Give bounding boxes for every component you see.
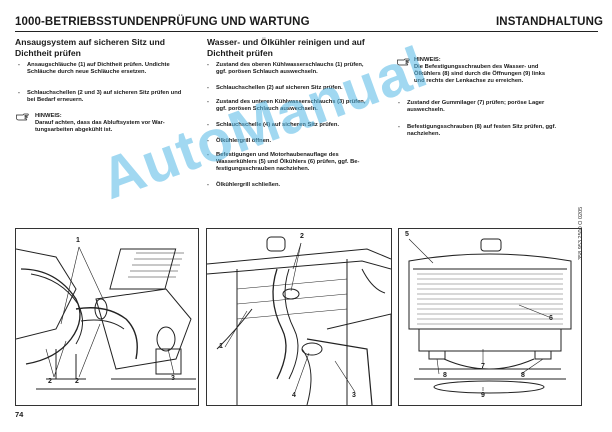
figure-coolant-hoses: 2 1 4 3 — [206, 228, 392, 406]
item-line: bei Bedarf erneuern. — [27, 97, 84, 103]
bullet-dash: - — [207, 138, 209, 144]
item-line: Schlauchschellen (2) auf sicheren Sitz p… — [216, 85, 343, 91]
bullet-dash: - — [207, 182, 209, 188]
item-line: Befestigungsschrauben (8) auf festen Sit… — [407, 124, 557, 130]
item-line: Ölkühlergrill schließen. — [216, 182, 281, 188]
bullet-dash: - — [207, 122, 209, 128]
callout-7: 7 — [481, 363, 485, 370]
col1-heading-line1: Ansaugsystem auf sicheren Sitz und — [15, 37, 165, 47]
callout-5: 5 — [405, 231, 409, 238]
col1-item-2: - Schlauchschellen (2 und 3) auf sichere… — [18, 90, 203, 104]
callout-8: 8 — [521, 372, 525, 379]
col2-item-4: - Schlauchschelle (4) auf sicheren Sitz … — [207, 122, 387, 129]
bullet-dash: - — [18, 90, 20, 96]
col1-item-1: - Ansaugschläuche (1) auf Dichtheit prüf… — [18, 62, 203, 76]
col2-heading: Wasser- und Ölkühler reinigen und auf Di… — [207, 37, 397, 58]
bullet-dash: - — [398, 100, 400, 106]
callout-2: 2 — [48, 378, 52, 385]
col2-item-3: - Zustand des unteren Kühlwasserschlauch… — [207, 99, 387, 113]
col2-item-1: - Zustand des oberen Kühlwasserschlauchs… — [207, 62, 387, 76]
item-line: Ansaugschläuche (1) auf Dichtheit prüfen… — [27, 62, 170, 68]
callout-2: 2 — [75, 378, 79, 385]
item-line: Ölkühlergrill öffnen. — [216, 138, 272, 144]
bullet-dash: - — [207, 62, 209, 68]
hint-line: und rechts der Lenkachse zu erreichen. — [414, 78, 524, 84]
bullet-dash: - — [207, 85, 209, 91]
bullet-dash: - — [207, 99, 209, 105]
item-line: Zustand des unteren Kühlwasserschlauchs … — [216, 99, 366, 105]
col1-heading-line2: Dichtheit prüfen — [15, 47, 81, 58]
callout-2: 2 — [300, 233, 304, 240]
pointing-hand-icon — [397, 58, 410, 66]
section-title: INSTANDHALTUNG — [496, 16, 604, 28]
page-title: 1000-BETRIEBSSTUNDENPRÜFUNG UND WARTUNG — [15, 16, 310, 28]
item-line: ggf. porösen Schlauch auswechseln. — [216, 106, 318, 112]
col2-item-2: - Schlauchschellen (2) auf sicheren Sitz… — [207, 85, 387, 92]
bullet-dash: - — [207, 152, 209, 158]
callout-6: 6 — [549, 315, 553, 322]
item-line: Befestigungen und Motorhaubenauflage des — [216, 152, 339, 158]
callout-8: 8 — [443, 372, 447, 379]
item-line: Schlauchschelle (4) auf sicheren Sitz pr… — [216, 122, 340, 128]
col3-hint-text: Die Befestigungsschrauben des Wasser- un… — [414, 64, 594, 85]
col2-heading-line2: Dichtheit prüfen — [207, 47, 273, 58]
radiator-illustration — [408, 238, 572, 394]
figure-intake-system: 1 2 2 3 — [15, 228, 199, 406]
hint-line: tungsarbeiten abgekühlt ist. — [35, 127, 113, 133]
callout-4: 4 — [292, 392, 296, 399]
callout-1: 1 — [76, 237, 80, 244]
header-rule — [15, 31, 598, 32]
bullet-dash: - — [18, 62, 20, 68]
item-line: Zustand der Gummilager (7) prüfen; porös… — [407, 100, 545, 106]
page-number: 74 — [15, 410, 24, 419]
item-line: Wasserkühlers (5) und Ölkühlers (6) prüf… — [216, 159, 360, 165]
item-line: Schläuche durch neue Schläuche ersetzen. — [27, 69, 147, 75]
document-code: 358 953 2500 O 0205 — [578, 206, 584, 260]
hint-line: Ölkühlers (8) sind durch die Öffnungen (… — [414, 71, 546, 77]
pointing-hand-icon — [16, 113, 29, 121]
col3-item-1: - Zustand der Gummilager (7) prüfen; por… — [398, 100, 583, 114]
callout-3: 3 — [352, 392, 356, 399]
item-line: Zustand des oberen Kühlwasserschlauchs (… — [216, 62, 364, 68]
hint-line: Die Befestigungsschrauben des Wasser- un… — [414, 64, 539, 70]
callout-1: 1 — [219, 343, 223, 350]
col3-item-2: - Befestigungsschrauben (8) auf festen S… — [398, 124, 583, 138]
intake-illustration — [16, 246, 196, 390]
item-line: Schlauchschellen (2 und 3) auf sicheren … — [27, 90, 182, 96]
coolant-illustration — [207, 236, 391, 405]
col2-item-7: - Ölkühlergrill schließen. — [207, 182, 387, 189]
col1-heading: Ansaugsystem auf sicheren Sitz und Dicht… — [15, 37, 195, 58]
figure-radiator-mount: 5 6 7 8 8 9 — [398, 228, 582, 406]
col3-hint-label: HINWEIS: — [414, 57, 441, 63]
item-line: nachziehen. — [407, 131, 441, 137]
col2-item-5: - Ölkühlergrill öffnen. — [207, 138, 387, 145]
col2-item-6: - Befestigungen und Motorhaubenauflage d… — [207, 152, 387, 173]
hint-line: Darauf achten, dass das Abluftsystem vor… — [35, 120, 165, 126]
item-line: festigungsschrauben nachziehen. — [216, 166, 310, 172]
col1-hint-text: Darauf achten, dass das Abluftsystem vor… — [35, 120, 205, 134]
callout-9: 9 — [481, 392, 485, 399]
col2-heading-line1: Wasser- und Ölkühler reinigen und auf — [207, 37, 365, 47]
bullet-dash: - — [398, 124, 400, 130]
item-line: auswechseln. — [407, 107, 445, 113]
callout-3: 3 — [171, 375, 175, 382]
col1-hint-label: HINWEIS: — [35, 113, 62, 119]
item-line: ggf. porösen Schlauch auswechseln. — [216, 69, 318, 75]
